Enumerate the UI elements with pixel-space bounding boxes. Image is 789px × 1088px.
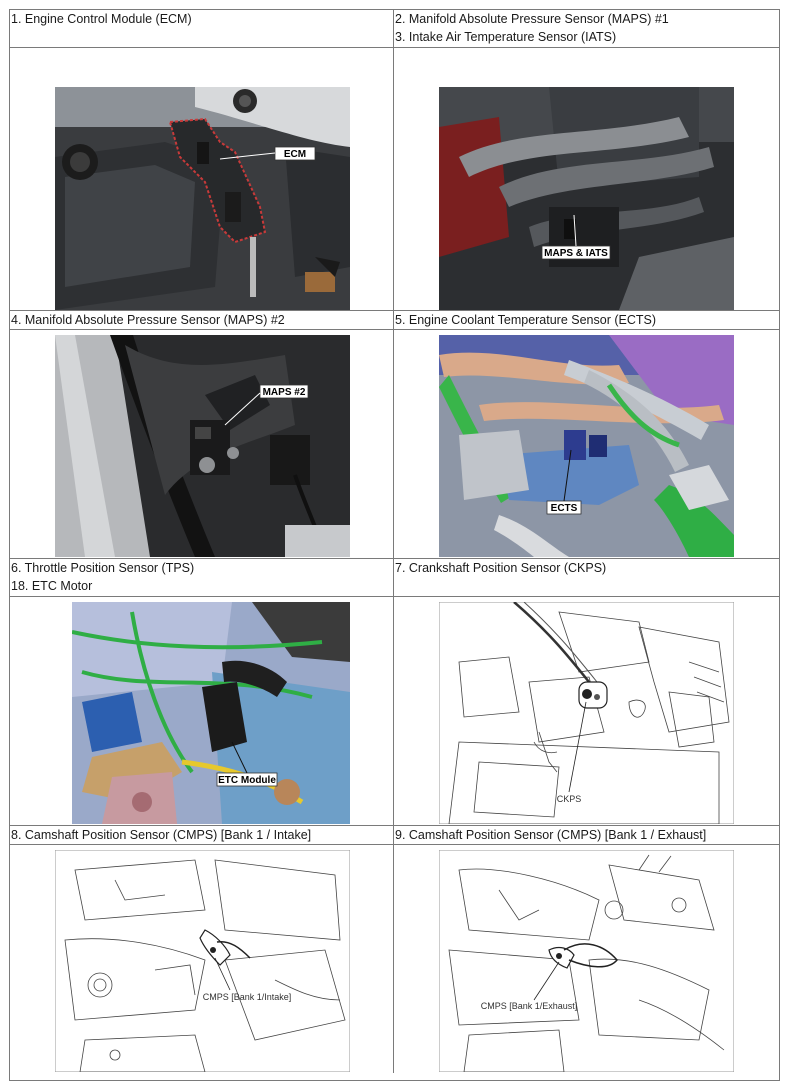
image-cell-etc: ETC Module	[10, 597, 394, 826]
image-cell-ecm: ECM	[10, 48, 394, 311]
cmps-intake-line-drawing: CMPS [Bank 1/Intake]	[55, 850, 350, 1072]
ecm-photo: ECM	[55, 87, 350, 310]
component-label: 7. Crankshaft Position Sensor (CKPS)	[395, 561, 607, 575]
component-label: 1. Engine Control Module (ECM)	[11, 12, 192, 26]
image-cell-cmps-exhaust: CMPS [Bank 1/Exhaust]	[394, 845, 779, 1073]
image-cell-cmps-intake: CMPS [Bank 1/Intake]	[10, 845, 394, 1073]
component-label: 9. Camshaft Position Sensor (CMPS) [Bank…	[395, 828, 707, 842]
image-cell-ckps: CKPS	[394, 597, 779, 826]
etc-illustration: ETC Module	[72, 602, 350, 824]
header-cell-cmps-exhaust: 9. Camshaft Position Sensor (CMPS) [Bank…	[394, 826, 779, 845]
component-label: 5. Engine Coolant Temperature Sensor (EC…	[395, 313, 657, 327]
cmps-exhaust-callout: CMPS [Bank 1/Exhaust]	[481, 1001, 578, 1011]
component-location-table: 1. Engine Control Module (ECM) 2. Manifo…	[9, 9, 780, 1081]
component-label: 3. Intake Air Temperature Sensor (IATS)	[395, 30, 617, 44]
maps2-callout: MAPS #2	[263, 387, 306, 398]
component-label: 18. ETC Motor	[11, 579, 93, 593]
component-label: 2. Manifold Absolute Pressure Sensor (MA…	[395, 12, 669, 26]
etc-callout: ETC Module	[218, 775, 276, 786]
cmps-exhaust-line-drawing: CMPS [Bank 1/Exhaust]	[439, 850, 734, 1072]
header-cell-tps-etc: 6. Throttle Position Sensor (TPS) 18. ET…	[10, 559, 394, 597]
ects-illustration: ECTS	[439, 335, 734, 557]
header-cell-maps2: 4. Manifold Absolute Pressure Sensor (MA…	[10, 311, 394, 330]
ckps-callout: CKPS	[557, 794, 582, 804]
component-label: 4. Manifold Absolute Pressure Sensor (MA…	[11, 313, 285, 327]
component-label: 8. Camshaft Position Sensor (CMPS) [Bank…	[11, 828, 312, 842]
header-cell-ecm: 1. Engine Control Module (ECM)	[10, 10, 394, 48]
maps-iats-callout: MAPS & IATS	[544, 248, 608, 259]
maps-iats-photo: MAPS & IATS	[439, 87, 734, 310]
header-cell-ckps: 7. Crankshaft Position Sensor (CKPS)	[394, 559, 779, 597]
image-cell-maps-iats: MAPS & IATS	[394, 48, 779, 311]
header-cell-cmps-intake: 8. Camshaft Position Sensor (CMPS) [Bank…	[10, 826, 394, 845]
image-cell-ects: ECTS	[394, 330, 779, 559]
ecm-callout: ECM	[284, 149, 306, 160]
maps2-photo: MAPS #2	[55, 335, 350, 557]
header-cell-maps-iats: 2. Manifold Absolute Pressure Sensor (MA…	[394, 10, 779, 48]
cmps-intake-callout: CMPS [Bank 1/Intake]	[203, 992, 292, 1002]
header-cell-ects: 5. Engine Coolant Temperature Sensor (EC…	[394, 311, 779, 330]
component-label: 6. Throttle Position Sensor (TPS)	[11, 561, 195, 575]
image-cell-maps2: MAPS #2	[10, 330, 394, 559]
ects-callout: ECTS	[551, 503, 578, 514]
ckps-line-drawing: CKPS	[439, 602, 734, 824]
